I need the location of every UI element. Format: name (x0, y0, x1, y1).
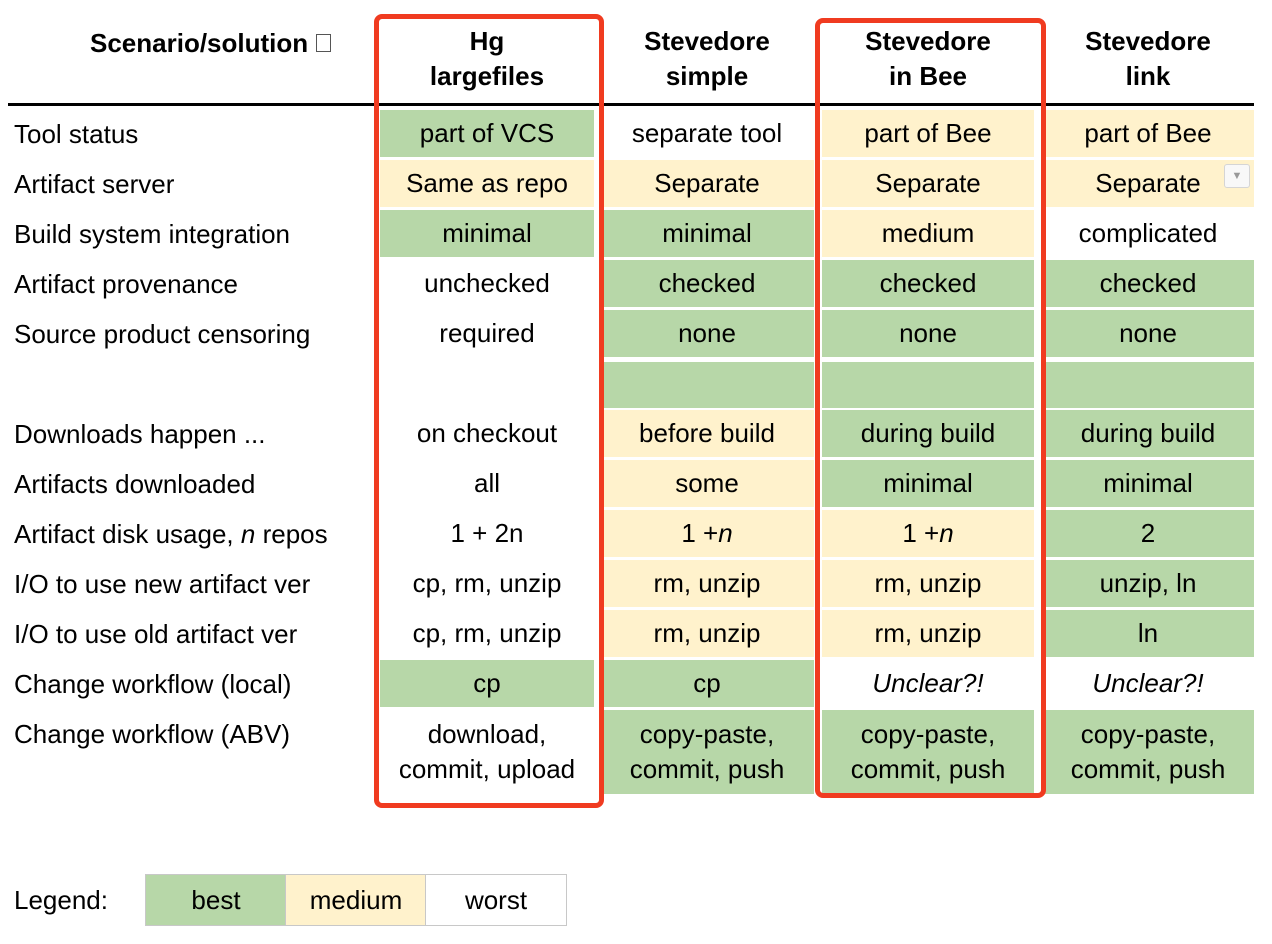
table-cell: 1 + n (600, 510, 814, 557)
legend-item-worst: worst (425, 874, 567, 926)
table-cell: rm, unzip (822, 610, 1034, 657)
table-cell: 2 (1042, 510, 1254, 557)
table-row-io-new-artifact: I/O to use new artifact ver cp, rm, unzip… (0, 560, 1272, 610)
table-cell: copy-paste, commit, push (600, 710, 814, 794)
row-label: Artifacts downloaded (14, 469, 256, 499)
table-cell: none (1042, 310, 1254, 357)
table-cell: minimal (600, 210, 814, 257)
table-cell: part of VCS (380, 110, 594, 157)
table-cell: copy-paste, commit, push (1042, 710, 1254, 794)
table-cell: on checkout (380, 410, 594, 457)
table-cell: separate tool (600, 110, 814, 157)
scenario-solution-label: Scenario/solution (90, 28, 309, 58)
table-row-io-old-artifact: I/O to use old artifact ver cp, rm, unzip… (0, 610, 1272, 660)
table-cell: Separate (1042, 160, 1254, 207)
row-label: Build system integration (14, 219, 291, 249)
table-cell: required (380, 310, 594, 357)
table-cell: Separate (600, 160, 814, 207)
row-label: Change workflow (ABV) (14, 719, 290, 749)
row-label: Tool status (14, 119, 139, 149)
table-cell: Separate (822, 160, 1034, 207)
table-cell: 1 + n (822, 510, 1034, 557)
chevron-down-icon: ▼ (1231, 170, 1243, 182)
cell-dropdown-button[interactable]: ▼ (1224, 164, 1250, 188)
table-cell: minimal (822, 460, 1034, 507)
table-cell: copy-paste, commit, push (822, 710, 1034, 794)
row-label: I/O to use old artifact ver (14, 619, 298, 649)
table-cell: ln (1042, 610, 1254, 657)
table-cell: unzip, ln (1042, 560, 1254, 607)
table-cell: unchecked (380, 260, 594, 307)
table-cell: checked (600, 260, 814, 307)
table-cell: during build (822, 410, 1034, 457)
column-header-stevedore-simple: Stevedore simple (644, 26, 770, 91)
table-cell: cp, rm, unzip (380, 610, 594, 657)
row-label: Source product censoring (14, 319, 311, 349)
table-cell: part of Bee (1042, 110, 1254, 157)
row-label: Change workflow (local) (14, 669, 292, 699)
scenario-solution-header: Scenario/solution (90, 28, 332, 59)
table-header: Scenario/solution Hg largefiles Stevedor… (0, 0, 1272, 106)
table-cell: none (600, 310, 814, 357)
table-cell: rm, unzip (600, 560, 814, 607)
row-label: Artifact disk usage, n repos (14, 519, 328, 549)
table-cell: download, commit, upload (380, 710, 594, 794)
separator-cell (600, 362, 814, 408)
separator-cell (1042, 362, 1254, 408)
table-cell: cp (600, 660, 814, 707)
legend-item-best: best (145, 874, 287, 926)
table-cell: checked (1042, 260, 1254, 307)
table-cell: medium (822, 210, 1034, 257)
table-cell: all (380, 460, 594, 507)
table-cell: rm, unzip (822, 560, 1034, 607)
table-cell: some (600, 460, 814, 507)
header-divider (8, 103, 1254, 106)
table-cell: none (822, 310, 1034, 357)
table-cell: complicated (1042, 210, 1254, 257)
column-header-hg-largefiles: Hg largefiles (429, 26, 545, 91)
row-label: Artifact server (14, 169, 175, 199)
table-cell: before build (600, 410, 814, 457)
row-label: I/O to use new artifact ver (14, 569, 311, 599)
legend-item-medium: medium (285, 874, 427, 926)
row-label: Downloads happen ... (14, 419, 266, 449)
table-cell: minimal (380, 210, 594, 257)
table-cell: during build (1042, 410, 1254, 457)
table-row-change-workflow-abv: Change workflow (ABV) download, commit, u… (0, 710, 1272, 794)
table-cell: checked (822, 260, 1034, 307)
table-cell: 1 + 2n (380, 510, 594, 557)
row-label: Artifact provenance (14, 269, 239, 299)
legend-label: Legend: (14, 885, 108, 915)
checkbox-glyph-icon (316, 34, 332, 52)
table-cell: Same as repo (380, 160, 594, 207)
column-header-stevedore-in-bee: Stevedore in Bee (865, 26, 991, 91)
table-cell: rm, unzip (600, 610, 814, 657)
table-cell: minimal (1042, 460, 1254, 507)
separator-cell (822, 362, 1034, 408)
table-cell: part of Bee (822, 110, 1034, 157)
table-cell: cp (380, 660, 594, 707)
table-cell: cp, rm, unzip (380, 560, 594, 607)
table-cell: Unclear?! (1042, 660, 1254, 707)
column-header-stevedore-link: Stevedore link (1085, 26, 1211, 91)
table-cell: Unclear?! (822, 660, 1034, 707)
